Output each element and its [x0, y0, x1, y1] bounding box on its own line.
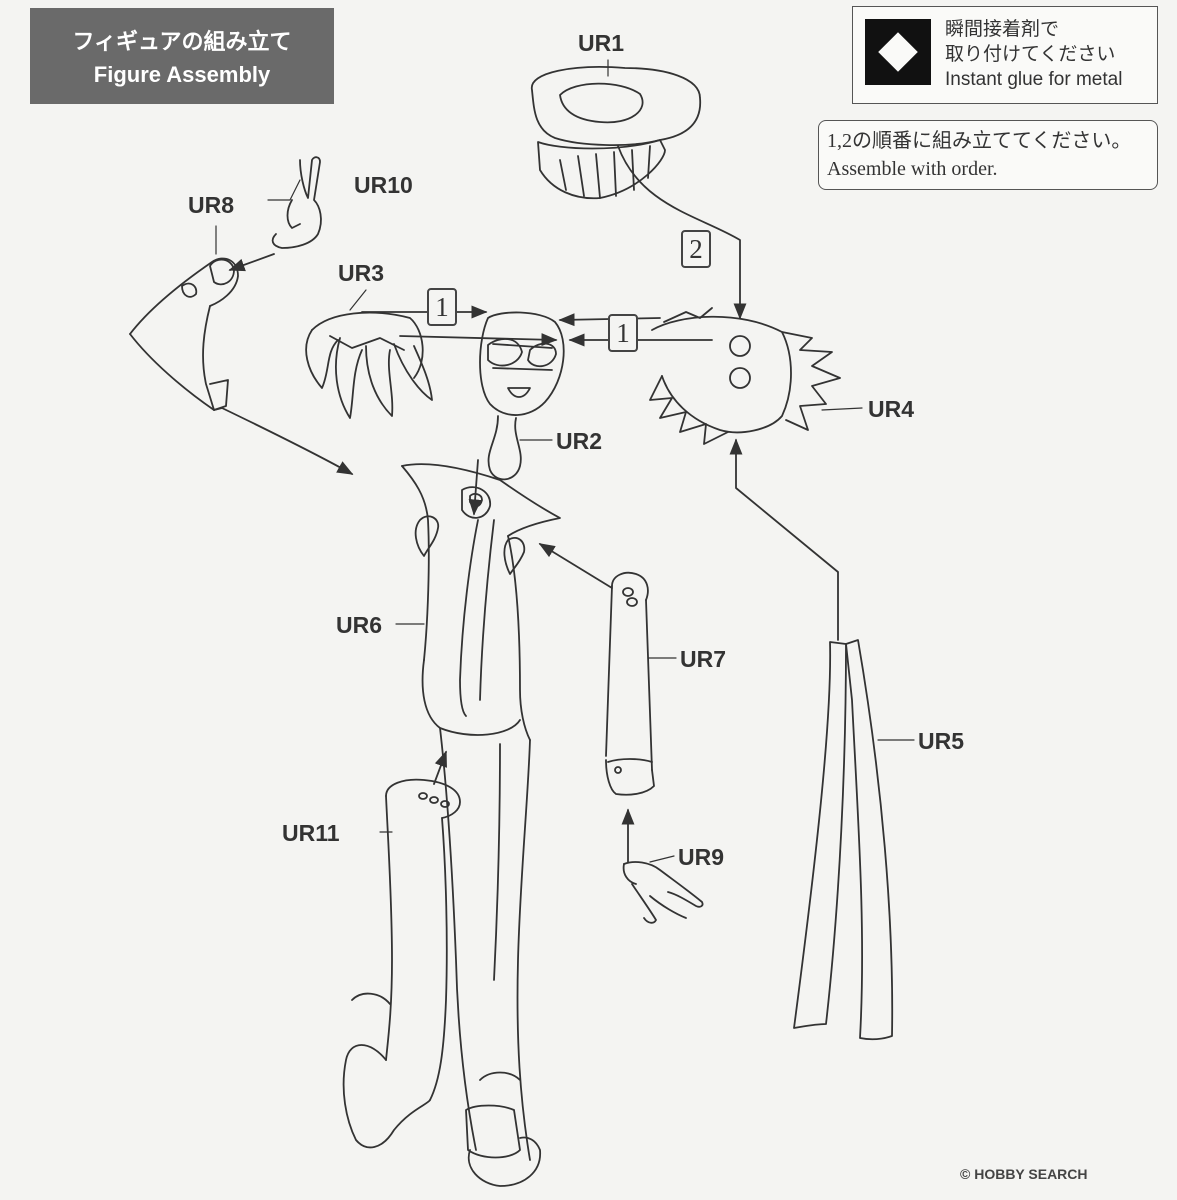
part-label-ur7: UR7 — [680, 646, 727, 672]
section-title: フィギュアの組み立て Figure Assembly — [30, 8, 334, 104]
ribbon-part-ur5 — [793, 639, 894, 1041]
glue-note-line-3: Instant glue for metal — [945, 69, 1123, 90]
watermark: © HOBBY SEARCH — [960, 1166, 1088, 1182]
part-label-ur11: UR11 — [282, 820, 340, 846]
part-label-ur10: UR10 — [354, 172, 413, 198]
part-label-ur6: UR6 — [336, 612, 383, 638]
part-label-ur9: UR9 — [678, 844, 725, 870]
leader-lines — [215, 59, 915, 863]
part-label-ur8: UR8 — [188, 192, 235, 218]
hand-part-ur9 — [622, 861, 704, 924]
arm-part-ur8 — [129, 257, 239, 411]
order-note: 1,2の順番に組み立ててください。 Assemble with order. — [818, 120, 1158, 190]
hair-back-part-ur4 — [649, 307, 841, 445]
arm-part-ur7 — [605, 571, 655, 796]
glue-note-line-2: 取り付けてください — [945, 44, 1116, 65]
title-japanese: フィギュアの組み立て — [72, 29, 292, 54]
step-badge-2: 2 — [681, 230, 711, 268]
part-label-ur2: UR2 — [556, 428, 603, 454]
glue-note-text: 瞬間接着剤で 取り付けてください Instant glue for metal — [945, 17, 1122, 92]
hair-part-ur3 — [305, 311, 433, 419]
head-part-ur2 — [479, 311, 565, 481]
part-label-ur1: UR1 — [578, 30, 625, 56]
leg-part-ur11 — [342, 778, 461, 1149]
glue-note-line-1: 瞬間接着剤で — [945, 19, 1060, 40]
glue-note: 瞬間接着剤で 取り付けてください Instant glue for metal — [852, 6, 1158, 104]
step-badge-1-right: 1 — [608, 314, 638, 352]
part-label-ur3: UR3 — [338, 260, 385, 286]
cap-part-ur1 — [531, 66, 702, 200]
order-note-japanese: 1,2の順番に組み立ててください。 — [827, 130, 1132, 152]
part-label-ur5: UR5 — [918, 728, 965, 754]
glue-diamond-icon — [865, 19, 931, 85]
body-part-ur6 — [401, 463, 561, 1187]
part-label-ur4: UR4 — [868, 396, 915, 422]
assembly-arrows — [221, 145, 839, 863]
hand-part-ur10 — [271, 156, 322, 249]
order-note-english: Assemble with order. — [827, 158, 998, 180]
step-badge-1-left: 1 — [427, 288, 457, 326]
title-english: Figure Assembly — [93, 62, 271, 87]
